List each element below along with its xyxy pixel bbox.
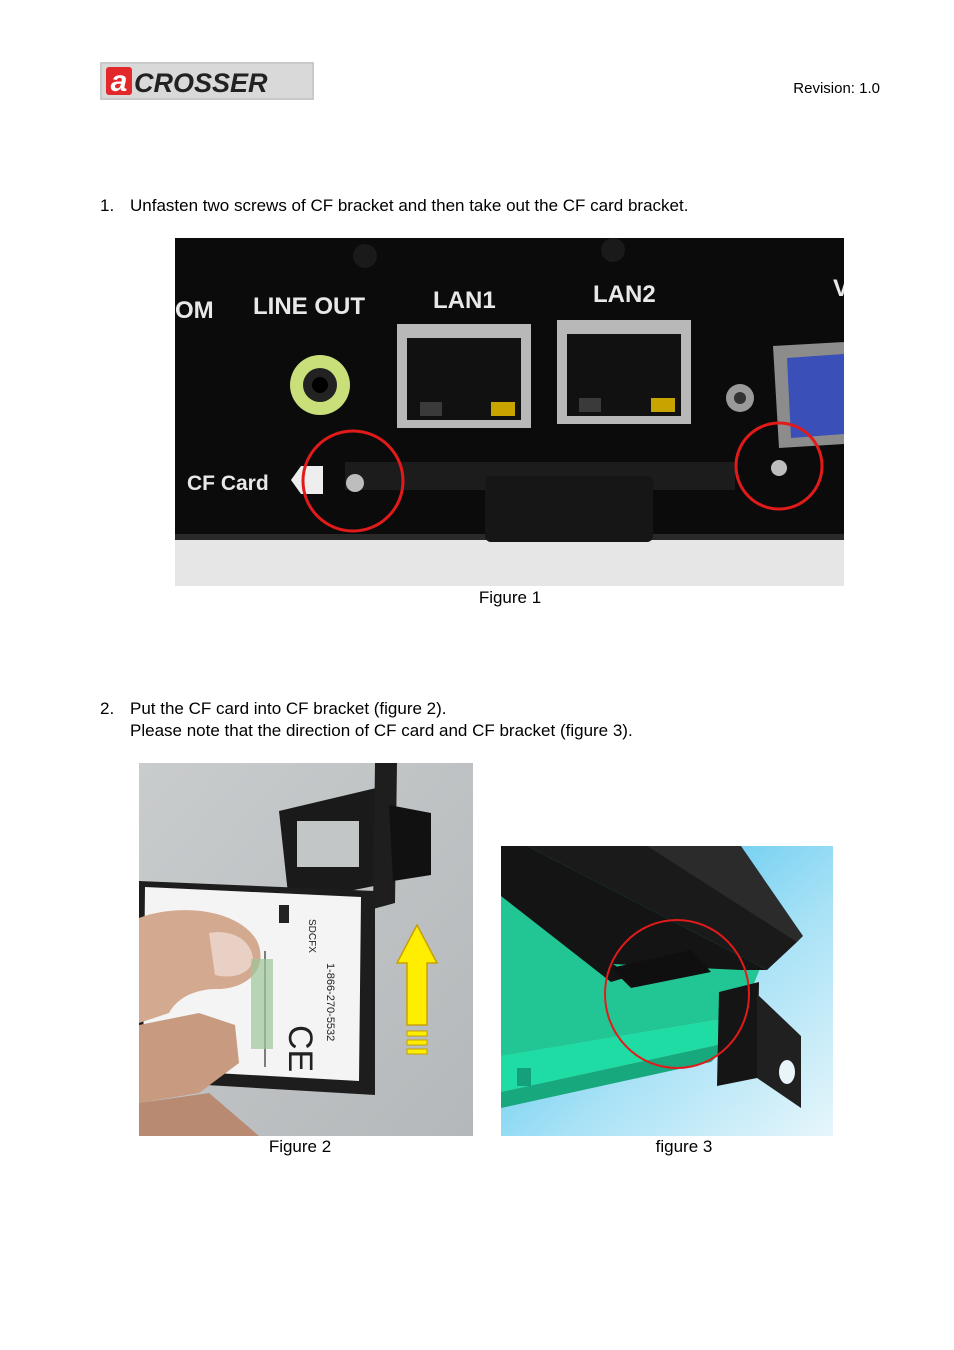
step-1: 1. Unfasten two screws of CF bracket and… (100, 195, 860, 217)
highlight-circle (734, 421, 824, 511)
acrosser-logo: a CROSSER (100, 62, 314, 100)
step-text-line-2: Please note that the direction of CF car… (130, 721, 633, 740)
svg-text:LAN2: LAN2 (593, 281, 656, 308)
figure-2-caption: Figure 2 (268, 1137, 332, 1156)
svg-text:CF Card: CF Card (187, 472, 269, 495)
highlight-circle (604, 919, 750, 1069)
step-text: Unfasten two screws of CF bracket and th… (130, 196, 689, 215)
figure-3-caption: figure 3 (655, 1137, 713, 1156)
revision-label: Revision: 1.0 (793, 80, 880, 97)
svg-text:CROSSER: CROSSER (134, 68, 268, 98)
arrow-up-icon (395, 923, 439, 1026)
svg-text:OM: OM (175, 297, 214, 324)
svg-text:CE: CE (281, 1025, 319, 1072)
svg-text:LINE OUT: LINE OUT (253, 293, 365, 320)
step-text-line-1: Put the CF card into CF bracket (figure … (130, 699, 447, 718)
lan1-port (397, 324, 531, 428)
svg-text:SDCFX: SDCFX (306, 919, 317, 953)
figure-1-caption: Figure 1 (478, 588, 542, 607)
highlight-circle (301, 429, 405, 533)
svg-text:a: a (111, 65, 128, 98)
step-number: 1. (100, 196, 115, 215)
svg-text:V: V (833, 275, 844, 302)
figure-2-photo: 1-866-270-5532 SDCFX CE (139, 763, 473, 1136)
figure-1-photo: OM LINE OUT LAN1 LAN2 V CF Card (175, 238, 844, 586)
svg-text:LAN1: LAN1 (433, 287, 496, 314)
step-2: 2. Put the CF card into CF bracket (figu… (100, 698, 860, 742)
figure-3-render (501, 846, 833, 1136)
svg-text:1-866-270-5532: 1-866-270-5532 (324, 963, 336, 1041)
step-number: 2. (100, 699, 115, 718)
lan2-port (557, 320, 691, 424)
